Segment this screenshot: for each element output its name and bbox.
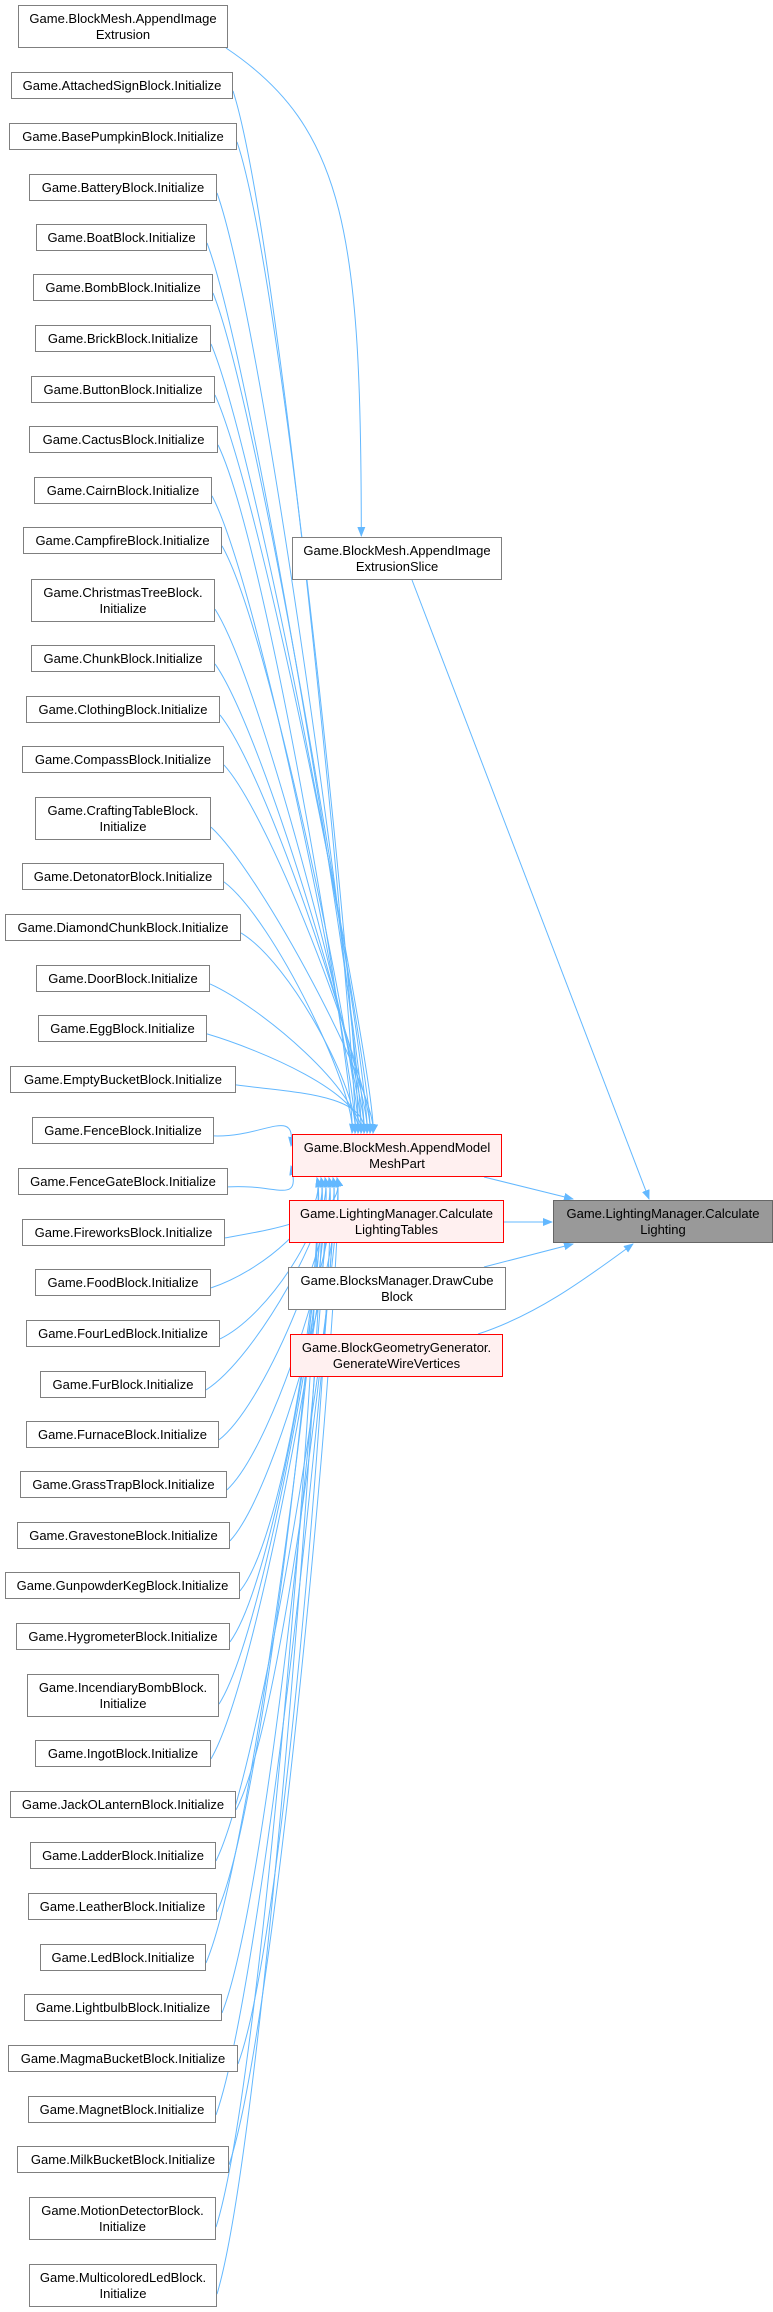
mid-node-4[interactable]: Game.BlockGeometryGenerator. GenerateWir…: [290, 1334, 503, 1377]
edge-caller-22: [227, 1165, 298, 1191]
edge-caller-15: [210, 826, 379, 1134]
caller-node-33[interactable]: Game.IngotBlock.Initialize: [35, 1740, 211, 1767]
caller-node-30[interactable]: Game.GunpowderKegBlock.Initialize: [5, 1572, 240, 1599]
edge-caller-6: [210, 343, 376, 1134]
caller-node-3[interactable]: Game.BatteryBlock.Initialize: [29, 174, 217, 201]
edge-caller-9: [211, 495, 361, 1134]
caller-node-34[interactable]: Game.JackOLanternBlock.Initialize: [10, 1791, 236, 1818]
edge-caller-3: [216, 192, 367, 1134]
edge-drawcube-to-target: [483, 1242, 574, 1268]
edge-caller-14: [223, 764, 376, 1134]
edge-caller-43: [216, 1177, 328, 2295]
mid-node-1[interactable]: Game.BlockMesh.AppendModel MeshPart: [292, 1134, 502, 1177]
caller-node-17[interactable]: Game.DiamondChunkBlock.Initialize: [5, 914, 241, 941]
caller-node-21[interactable]: Game.FenceBlock.Initialize: [32, 1117, 214, 1144]
caller-node-27[interactable]: Game.FurnaceBlock.Initialize: [26, 1421, 219, 1448]
caller-node-11[interactable]: Game.ChristmasTreeBlock. Initialize: [31, 579, 215, 622]
edge-caller-20: [235, 1084, 370, 1134]
caller-node-43[interactable]: Game.MulticoloredLedBlock. Initialize: [29, 2264, 217, 2307]
caller-node-19[interactable]: Game.EggBlock.Initialize: [38, 1015, 207, 1042]
caller-node-0[interactable]: Game.BlockMesh.AppendImage Extrusion: [18, 5, 228, 48]
edge-extrusion-to-slice: [225, 47, 366, 537]
caller-node-42[interactable]: Game.MotionDetectorBlock. Initialize: [29, 2197, 216, 2240]
edge-caller-16: [223, 881, 358, 1134]
caller-node-18[interactable]: Game.DoorBlock.Initialize: [36, 965, 210, 992]
edge-slice-to-target: [411, 579, 650, 1200]
caller-node-10[interactable]: Game.CampfireBlock.Initialize: [23, 527, 222, 554]
caller-node-2[interactable]: Game.BasePumpkinBlock.Initialize: [9, 123, 237, 150]
mid-node-2[interactable]: Game.LightingManager.Calculate LightingT…: [289, 1200, 504, 1243]
edge-meshpart-to-target: [483, 1176, 574, 1201]
caller-node-7[interactable]: Game.ButtonBlock.Initialize: [31, 376, 215, 403]
caller-node-28[interactable]: Game.GrassTrapBlock.Initialize: [20, 1471, 227, 1498]
caller-node-15[interactable]: Game.CraftingTableBlock. Initialize: [35, 797, 211, 840]
edge-caller-18: [209, 983, 364, 1134]
caller-node-35[interactable]: Game.LadderBlock.Initialize: [30, 1842, 216, 1869]
edge-caller-26: [205, 1177, 332, 1391]
caller-node-16[interactable]: Game.DetonatorBlock.Initialize: [22, 863, 224, 890]
caller-node-13[interactable]: Game.ClothingBlock.Initialize: [26, 696, 220, 723]
edge-caller-7: [214, 394, 379, 1134]
caller-node-39[interactable]: Game.MagmaBucketBlock.Initialize: [8, 2045, 238, 2072]
mid-node-3[interactable]: Game.BlocksManager.DrawCube Block: [288, 1267, 506, 1310]
caller-node-20[interactable]: Game.EmptyBucketBlock.Initialize: [10, 1066, 236, 1093]
caller-node-25[interactable]: Game.FourLedBlock.Initialize: [26, 1320, 220, 1347]
edge-wire-to-target: [477, 1243, 634, 1335]
edge-caller-5: [212, 292, 373, 1134]
caller-node-12[interactable]: Game.ChunkBlock.Initialize: [31, 645, 215, 672]
edge-caller-11: [214, 608, 367, 1134]
edge-caller-24: [210, 1177, 324, 1289]
caller-node-36[interactable]: Game.LeatherBlock.Initialize: [28, 1893, 217, 1920]
edge-caller-13: [219, 714, 373, 1134]
edge-caller-42: [215, 1177, 324, 2228]
caller-node-6[interactable]: Game.BrickBlock.Initialize: [35, 325, 211, 352]
edge-caller-21: [213, 1125, 297, 1147]
caller-node-1[interactable]: Game.AttachedSignBlock.Initialize: [11, 72, 233, 99]
caller-node-24[interactable]: Game.FoodBlock.Initialize: [35, 1269, 211, 1296]
target-node[interactable]: Game.LightingManager.Calculate Lighting: [553, 1200, 773, 1243]
caller-node-4[interactable]: Game.BoatBlock.Initialize: [36, 224, 207, 251]
caller-node-41[interactable]: Game.MilkBucketBlock.Initialize: [17, 2146, 229, 2173]
edge-caller-4: [206, 242, 370, 1134]
caller-node-31[interactable]: Game.HygrometerBlock.Initialize: [16, 1623, 230, 1650]
caller-node-40[interactable]: Game.MagnetBlock.Initialize: [28, 2096, 216, 2123]
edge-caller-19: [206, 1033, 367, 1134]
edge-caller-17: [240, 932, 361, 1134]
caller-node-37[interactable]: Game.LedBlock.Initialize: [40, 1944, 206, 1971]
edge-caller-12: [214, 663, 370, 1134]
caller-node-26[interactable]: Game.FurBlock.Initialize: [40, 1371, 206, 1398]
caller-node-22[interactable]: Game.FenceGateBlock.Initialize: [18, 1168, 228, 1195]
edge-caller-8: [217, 444, 358, 1134]
caller-node-38[interactable]: Game.LightbulbBlock.Initialize: [24, 1994, 222, 2021]
mid-node-0[interactable]: Game.BlockMesh.AppendImage ExtrusionSlic…: [292, 537, 502, 580]
caller-node-5[interactable]: Game.BombBlock.Initialize: [33, 274, 213, 301]
caller-node-9[interactable]: Game.CairnBlock.Initialize: [34, 477, 212, 504]
caller-node-8[interactable]: Game.CactusBlock.Initialize: [29, 426, 218, 453]
caller-node-14[interactable]: Game.CompassBlock.Initialize: [22, 746, 224, 773]
edge-caller-10: [221, 545, 364, 1134]
caller-node-32[interactable]: Game.IncendiaryBombBlock. Initialize: [27, 1674, 219, 1717]
caller-node-23[interactable]: Game.FireworksBlock.Initialize: [22, 1219, 225, 1246]
caller-node-29[interactable]: Game.GravestoneBlock.Initialize: [17, 1522, 230, 1549]
